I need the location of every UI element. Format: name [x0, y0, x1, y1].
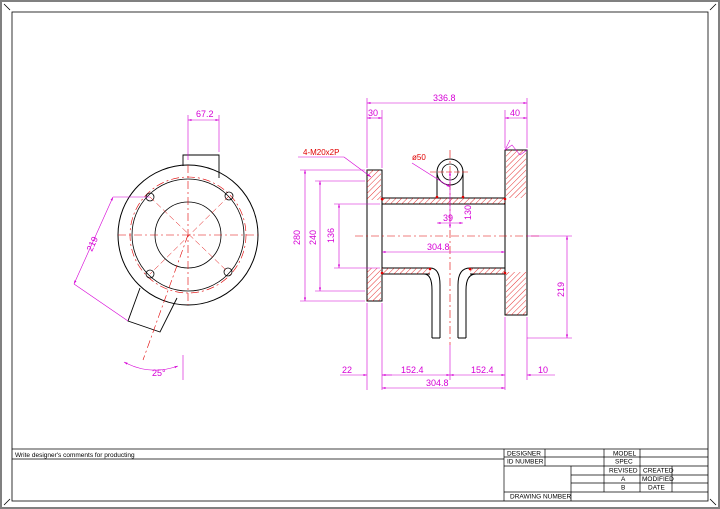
dim-10: 10: [538, 365, 548, 375]
tb-spec-label: SPEC: [615, 459, 633, 466]
dim-136: 136: [326, 228, 336, 243]
dim-40: 40: [510, 108, 520, 118]
tb-model-label: MODEL: [613, 451, 637, 458]
end-view: [117, 154, 259, 361]
tb-date-label: DATE: [648, 485, 666, 492]
section-view: [355, 149, 540, 345]
designer-comments-note[interactable]: Write designer's comments for producting: [15, 452, 135, 459]
tb-rev-b: B: [621, 485, 625, 492]
dim-304-8-bottom: 304.8: [426, 378, 449, 388]
tb-designer-label: DESIGNER: [507, 451, 541, 458]
dim-280: 280: [292, 230, 302, 245]
end-view-dimensions: [73, 115, 220, 380]
dim-30: 30: [368, 108, 378, 118]
corner-marks: [3, 3, 717, 506]
dim-22: 22: [342, 365, 352, 375]
section-view-dimensions: [298, 98, 572, 390]
dim-25-deg: 25°: [152, 368, 166, 378]
dim-phi-50: ø50: [412, 153, 426, 162]
title-block-lines: [12, 448, 708, 501]
dim-240: 240: [308, 230, 318, 245]
tb-rev-a: A: [621, 476, 626, 483]
tb-revised-label: REVISED: [609, 468, 638, 475]
dim-130: 130: [463, 205, 473, 220]
tb-id-number-label: ID NUMBER: [507, 459, 544, 466]
dim-152-4-a: 152.4: [401, 365, 424, 375]
tb-created-label: CREATED: [643, 468, 674, 475]
dim-219-right: 219: [556, 282, 566, 297]
inner-border: [11, 11, 709, 502]
dim-67-2: 67.2: [196, 109, 214, 119]
tb-drawing-number-label: DRAWING NUMBER: [510, 494, 571, 501]
dim-219-left: 219: [85, 235, 100, 253]
thread-callout: 4-M20x2P: [303, 148, 339, 157]
tb-modified-label: MODIFIED: [642, 476, 674, 483]
dim-39: 39: [443, 213, 453, 223]
dim-304-8-mid: 304.8: [427, 242, 450, 252]
dim-152-4-b: 152.4: [471, 365, 494, 375]
dim-336-8: 336.8: [433, 93, 456, 103]
